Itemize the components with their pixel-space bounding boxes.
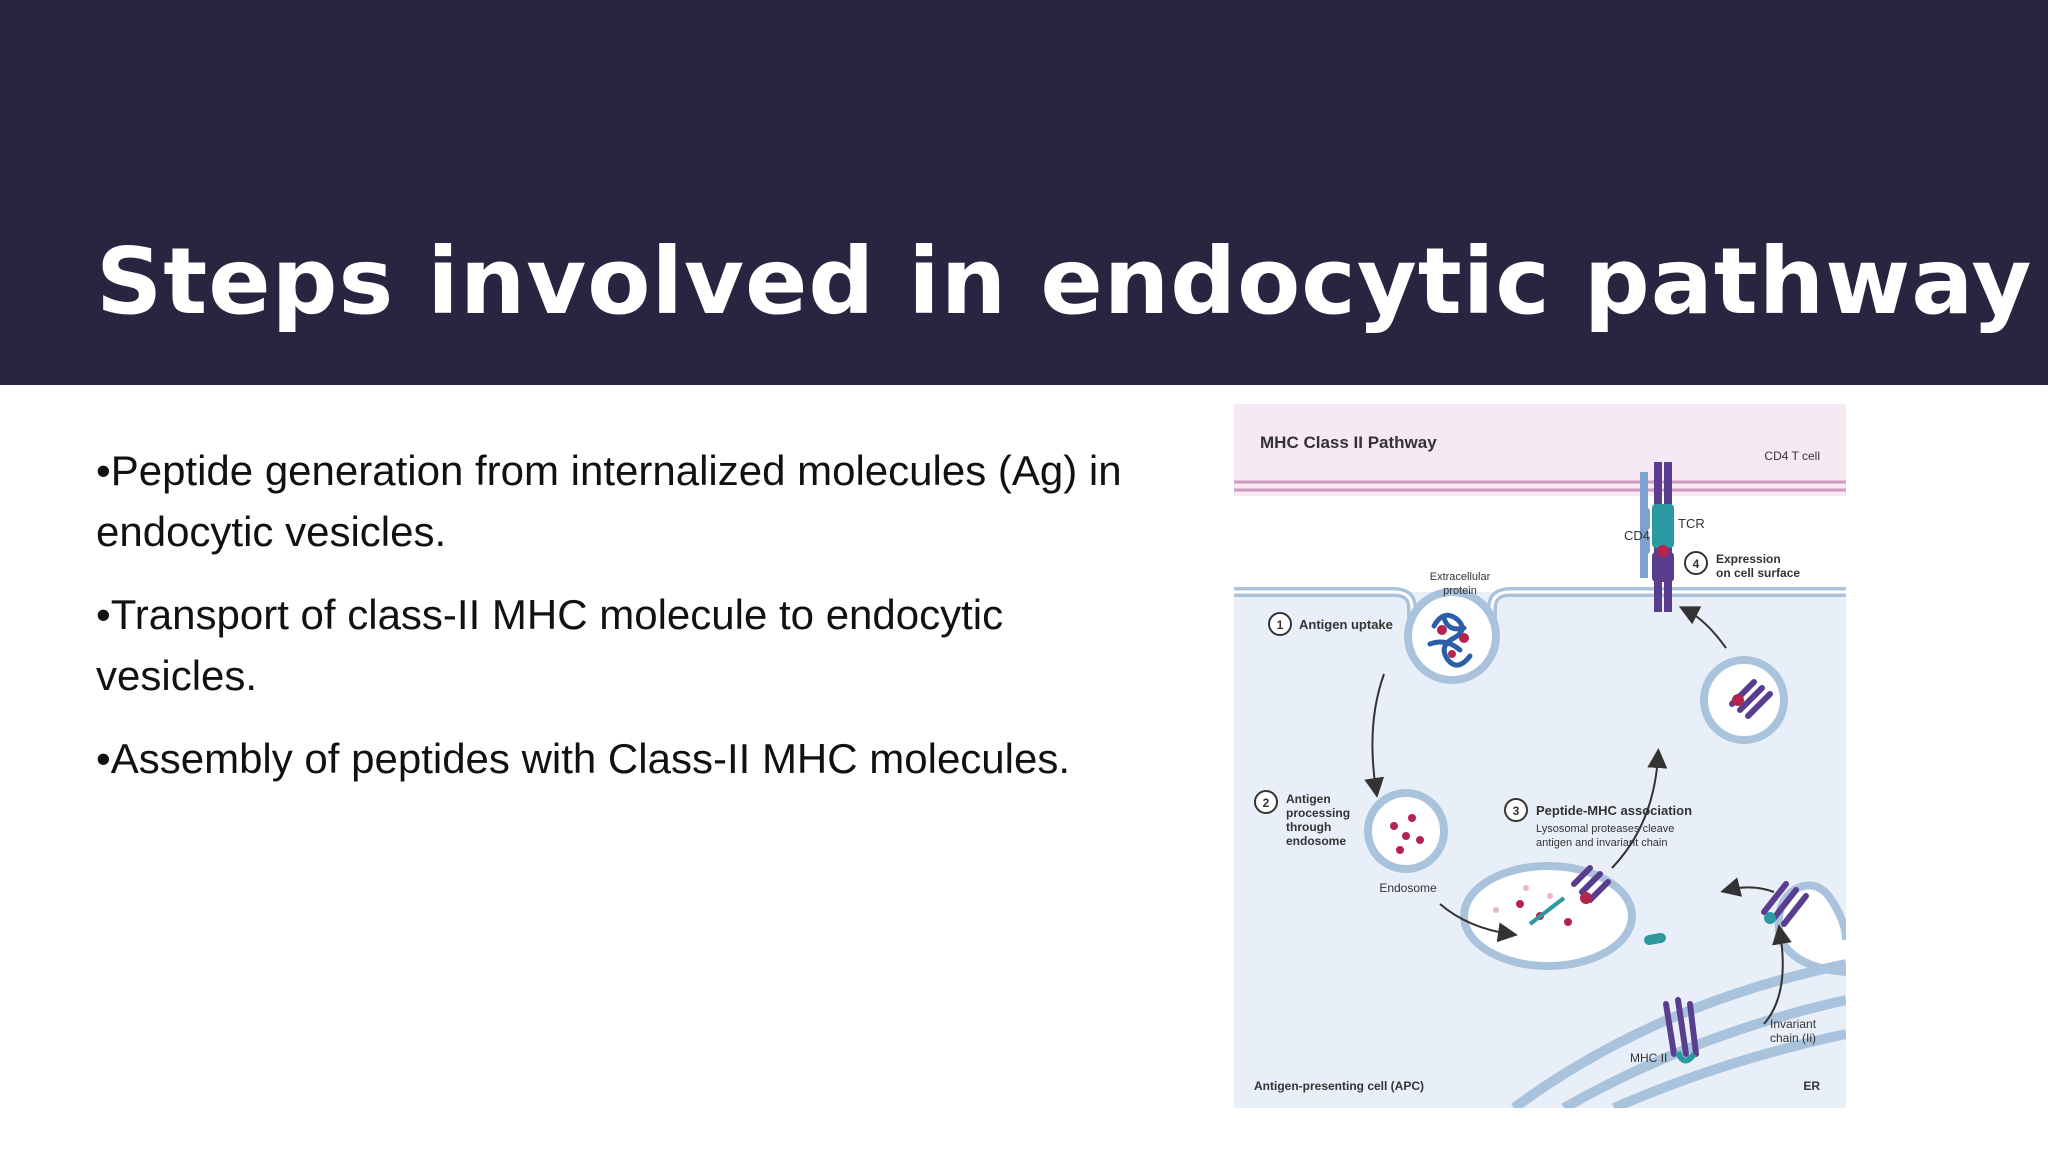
apc-label: Antigen-presenting cell (APC) bbox=[1254, 1079, 1424, 1093]
bullet-item: •Peptide generation from internalized mo… bbox=[96, 447, 1122, 555]
arrow-er-to-fusion bbox=[1720, 877, 1775, 897]
step-2-line: Antigen bbox=[1286, 792, 1331, 806]
step-1-label: Antigen uptake bbox=[1299, 617, 1393, 632]
slide-title: Steps involved in endocytic pathway bbox=[96, 228, 2033, 335]
mhc-ii-molecule bbox=[1663, 997, 1699, 1057]
arrow-vesicle-to-surface bbox=[1678, 606, 1727, 649]
uptake-vesicle bbox=[1404, 588, 1500, 684]
step-2-line: through bbox=[1286, 820, 1331, 834]
step-3-description: Lysosomal proteases cleave bbox=[1536, 823, 1674, 835]
arrow-fusion-to-vesicle bbox=[1611, 748, 1668, 869]
tcr-label: TCR bbox=[1678, 516, 1705, 531]
step-4-line: Expression bbox=[1716, 552, 1781, 566]
step-3-description: antigen and invariant chain bbox=[1536, 837, 1667, 849]
er-label: ER bbox=[1803, 1079, 1820, 1093]
synapse-gap bbox=[1234, 496, 1846, 592]
extracellular-protein-label: protein bbox=[1443, 585, 1477, 597]
bullet-item: •Assembly of peptides with Class-II MHC … bbox=[96, 735, 1071, 782]
step-2-line: processing bbox=[1286, 806, 1350, 820]
figure-title: MHC Class II Pathway bbox=[1260, 433, 1437, 452]
cd4-t-cell-label: CD4 T cell bbox=[1764, 449, 1820, 463]
mhc-class-ii-pathway-diagram: MHC Class II Pathway CD4 T cell CD4 TCR … bbox=[1234, 404, 1846, 1108]
antigen-protein bbox=[1427, 612, 1473, 668]
step-3-number: 3 bbox=[1513, 804, 1520, 818]
endosome-label: Endosome bbox=[1379, 881, 1437, 895]
bullet-list: •Peptide generation from internalized mo… bbox=[96, 440, 1156, 811]
arrow-uptake-to-endosome bbox=[1364, 673, 1385, 798]
arrow-invariant-chain bbox=[1763, 924, 1792, 1025]
step-2-line: endosome bbox=[1286, 834, 1346, 848]
endosome bbox=[1364, 789, 1448, 873]
arrow-endosome-to-fusion bbox=[1439, 903, 1518, 943]
step-3-label: Peptide-MHC association bbox=[1536, 803, 1692, 818]
invariant-chain-label: chain (Ii) bbox=[1770, 1031, 1816, 1045]
bullet-item: •Transport of class-II MHC molecule to e… bbox=[96, 591, 1004, 699]
step-4-number: 4 bbox=[1693, 557, 1700, 571]
step-2-number: 2 bbox=[1263, 796, 1270, 810]
mhc-ii-label: MHC II bbox=[1630, 1051, 1667, 1065]
step-4-line: on cell surface bbox=[1716, 566, 1800, 580]
invariant-chain-label: Invariant bbox=[1770, 1017, 1817, 1031]
title-banner bbox=[0, 0, 2048, 385]
cd4-label: CD4 bbox=[1624, 528, 1650, 543]
step-1-number: 1 bbox=[1277, 618, 1284, 632]
extracellular-protein-label: Extracellular bbox=[1430, 571, 1491, 583]
